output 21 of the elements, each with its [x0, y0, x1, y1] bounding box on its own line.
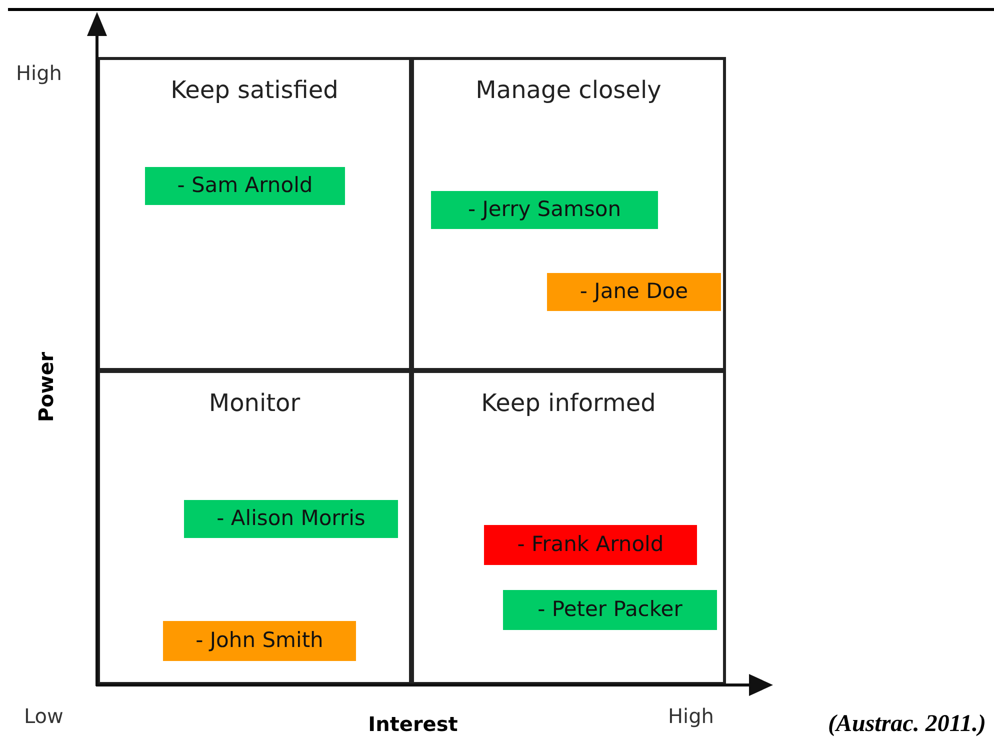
stakeholder-tag: - Alison Morris: [184, 500, 398, 538]
quadrant-heading: Monitor: [208, 388, 300, 419]
quadrant-box: [411, 370, 726, 685]
stakeholder-tag: - Frank Arnold: [484, 525, 697, 565]
quadrant-heading: Manage closely: [476, 75, 662, 106]
stakeholder-tag: - Jane Doe: [547, 273, 721, 311]
stakeholder-tag: - Sam Arnold: [145, 167, 345, 205]
axis-tick-label: Low: [24, 703, 64, 730]
stakeholder-tag: - John Smith: [163, 621, 356, 661]
axis-tick-label: High: [16, 60, 62, 87]
quadrant-box: [411, 57, 726, 371]
axis-tick-label: High: [668, 703, 714, 730]
quadrant-heading: Keep informed: [481, 388, 656, 419]
stakeholder-tag: - Jerry Samson: [431, 191, 658, 229]
axis-title: Power: [33, 350, 59, 424]
stakeholder-tag: - Peter Packer: [503, 590, 717, 630]
axis-title: Interest: [367, 711, 459, 738]
quadrant-box: [97, 370, 412, 685]
source-caption: (Austrac. 2011.): [828, 710, 986, 739]
quadrant-heading: Keep satisfied: [170, 75, 338, 106]
quadrant-box: [97, 57, 412, 371]
